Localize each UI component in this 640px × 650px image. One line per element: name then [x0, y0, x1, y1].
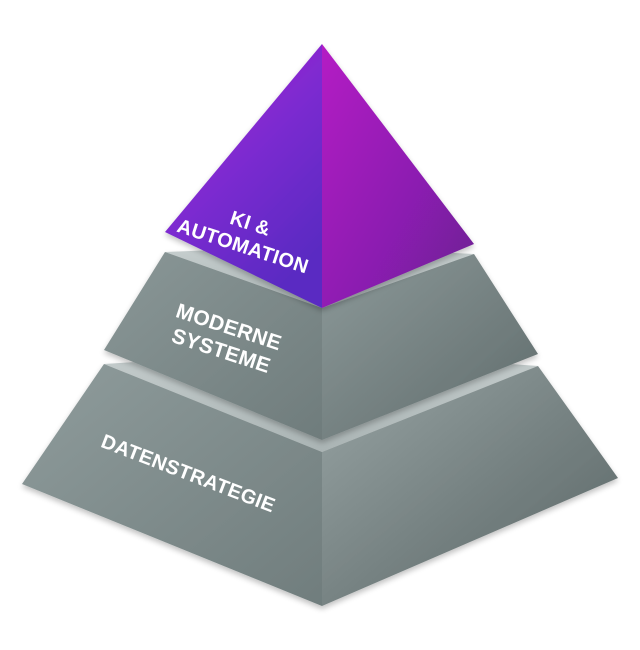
tier-bottom-side-face [322, 366, 618, 606]
tier-middle-side-face [322, 254, 538, 440]
tier-bottom-front-face [22, 364, 322, 606]
tier-top-front-face [165, 44, 322, 308]
tier-middle-front-face [104, 252, 322, 440]
tier-top [165, 44, 474, 308]
tier-top-side-face [322, 44, 474, 308]
